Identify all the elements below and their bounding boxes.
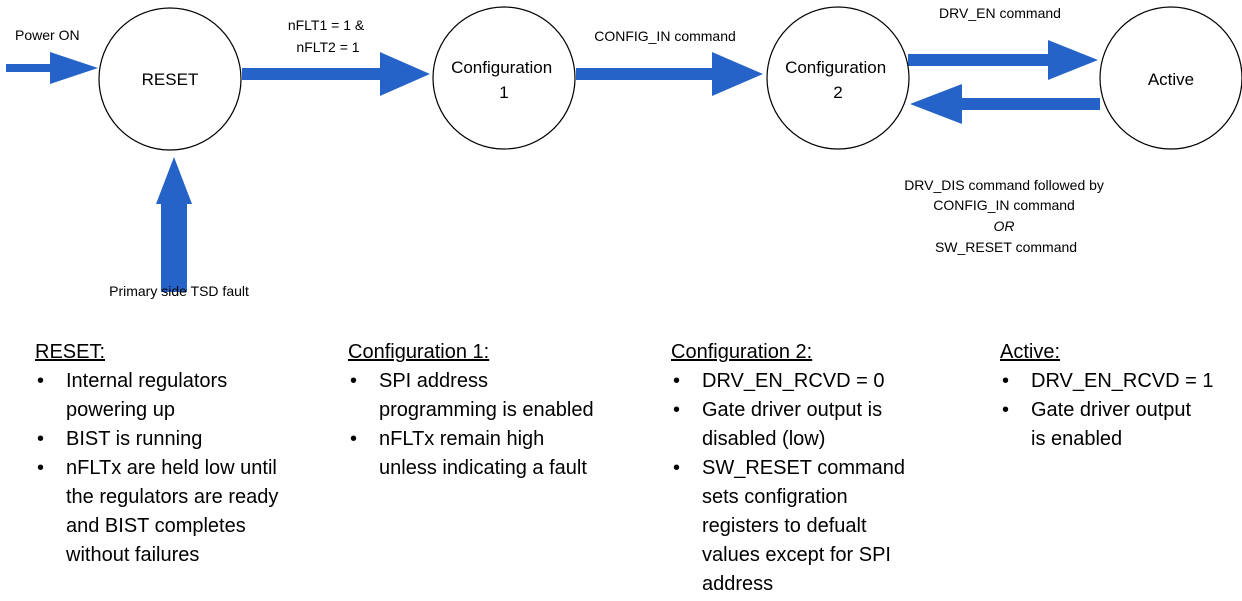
list-item: DRV_EN_RCVD = 1 (1000, 367, 1235, 396)
desc-config2: Configuration 2: DRV_EN_RCVD = 0 Gate dr… (671, 338, 961, 599)
arrow-tsd-fault (156, 157, 192, 292)
arrow-reset-to-config1 (242, 52, 430, 96)
desc-active-title: Active: (1000, 341, 1061, 363)
desc-reset-title: RESET: (35, 341, 106, 363)
arrow-active-to-config2 (910, 84, 1100, 124)
state-active-label: Active (1148, 70, 1194, 89)
desc-config2-title: Configuration 2: (671, 341, 813, 363)
list-item: DRV_EN_RCVD = 0 (671, 367, 961, 396)
label-power-on: Power ON (15, 27, 80, 43)
arrow-config2-to-active (908, 40, 1098, 80)
edge-labels: Power ON Primary side TSD fault nFLT1 = … (15, 5, 1108, 299)
arrow-power-on (6, 52, 98, 84)
state-reset-label: RESET (142, 70, 199, 89)
arrows (6, 40, 1100, 292)
list-item: BIST is running (35, 425, 325, 454)
label-config2-to-active: DRV_EN command (939, 5, 1061, 21)
arrow-config1-to-config2 (576, 52, 763, 96)
state-config2-label: Configuration 2 (785, 58, 891, 102)
label-tsd-fault: Primary side TSD fault (109, 283, 249, 299)
state-config2: Configuration 2 (766, 6, 910, 150)
desc-active: Active: DRV_EN_RCVD = 1 Gate driver outp… (1000, 338, 1235, 454)
state-config1-label: Configuration 1 (451, 58, 557, 102)
label-active-to-config2: DRV_DIS command followed by CONFIG_IN co… (904, 177, 1108, 255)
state-active: Active (1099, 6, 1242, 150)
states: RESET Configuration 1 Configuration 2 Ac… (98, 6, 1242, 151)
state-reset: RESET (98, 7, 242, 151)
desc-config2-list: DRV_EN_RCVD = 0 Gate driver output isdis… (671, 367, 961, 599)
desc-config1-title: Configuration 1: (348, 341, 490, 363)
state-config1: Configuration 1 (432, 6, 576, 150)
label-reset-to-config1: nFLT1 = 1 & nFLT2 = 1 (288, 17, 368, 55)
desc-config1: Configuration 1: SPI addressprogramming … (348, 338, 648, 483)
label-config1-to-config2: CONFIG_IN command (594, 28, 736, 44)
